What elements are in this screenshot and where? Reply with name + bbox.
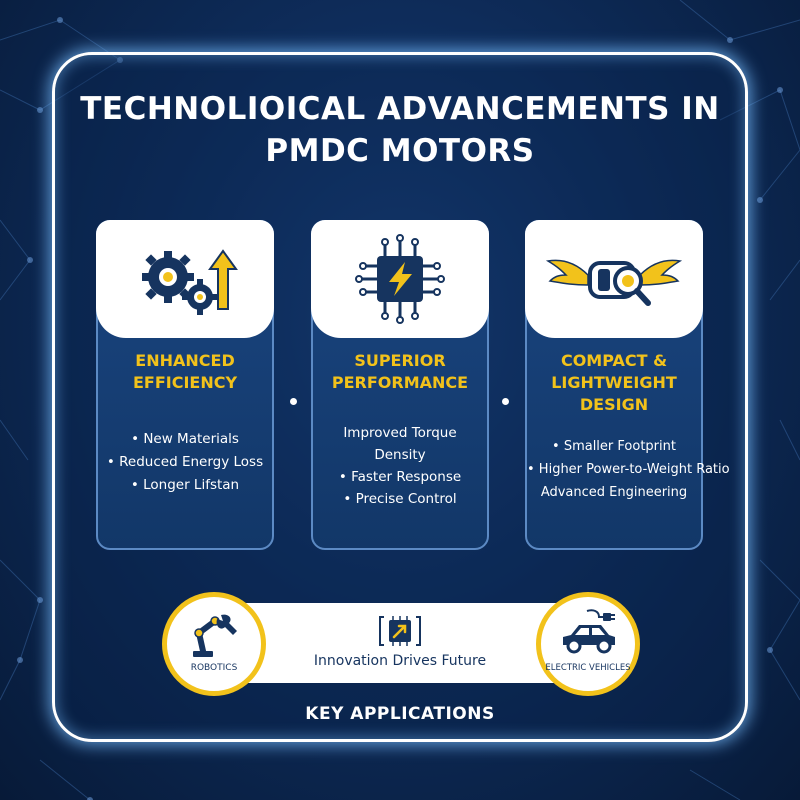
feature-list: • New Materials • Reduced Energy Loss • … (98, 428, 272, 497)
application-electric-vehicles: ELECTRIC VEHICLES (536, 592, 640, 696)
feature-list: • Smaller Footprint • Higher Power-to-We… (527, 435, 730, 504)
list-item: Density (374, 447, 426, 463)
list-item: • Longer Lifstan (130, 477, 240, 493)
list-item: Improved Torque (343, 425, 457, 441)
heading-line: DESIGN (579, 395, 649, 414)
card-icon-panel (525, 220, 703, 338)
heading-line: EFFICIENCY (132, 373, 238, 392)
lightning-chip-icon (355, 234, 445, 324)
card-compact-lightweight: COMPACT & LIGHTWEIGHT DESIGN • Smaller F… (525, 220, 730, 550)
list-item: • Precise Control (343, 491, 457, 507)
page-title: TECHNOLIOICAL ADVANCEMENTS IN PMDC MOTOR… (60, 88, 740, 172)
application-robotics: ROBOTICS (162, 592, 266, 696)
electric-vehicles-label: ELECTRIC VEHICLES (545, 663, 631, 673)
heading-line: COMPACT & (560, 351, 668, 370)
list-item: • New Materials (131, 431, 239, 447)
list-item: • Faster Response (338, 469, 462, 485)
robot-arm-icon (193, 614, 237, 657)
card-superior-performance: SUPERIOR PERFORMANCE Improved Torque Den… (311, 220, 489, 550)
feature-list: Improved Torque Density • Faster Respons… (313, 422, 487, 510)
title-line-1: TECHNOLIOICAL ADVANCEMENTS IN (80, 91, 720, 127)
card-enhanced-efficiency: ENHANCED EFFICIENCY • New Materials • Re… (96, 220, 274, 550)
list-item: • Reduced Energy Loss (106, 454, 264, 470)
electric-car-icon (563, 609, 615, 654)
winged-motor-magnifier-icon (545, 259, 683, 306)
heading-line: ENHANCED (135, 351, 235, 370)
applications-banner: Innovation Drives Future (232, 603, 568, 683)
title-line-2: PMDC MOTORS (265, 133, 535, 169)
key-applications-heading: KEY APPLICATIONS (305, 704, 495, 724)
list-item: • Smaller Footprint (552, 439, 676, 454)
gears-arrow-up-icon (142, 249, 238, 315)
list-item: • Higher Power-to-Weight Ratio (527, 462, 730, 477)
card-heading: ENHANCED EFFICIENCY (104, 350, 266, 394)
card-icon-panel (311, 220, 489, 338)
heading-line: SUPERIOR (354, 351, 446, 370)
heading-line: LIGHTWEIGHT (551, 373, 677, 392)
chip-arrow-icon (379, 616, 421, 646)
card-heading: COMPACT & LIGHTWEIGHT DESIGN (533, 350, 695, 416)
card-heading: SUPERIOR PERFORMANCE (319, 350, 481, 394)
robotics-label: ROBOTICS (190, 663, 238, 673)
heading-line: PERFORMANCE (331, 373, 469, 392)
connector-dot (290, 398, 297, 405)
connector-dot (502, 398, 509, 405)
banner-label: Innovation Drives Future (313, 653, 487, 669)
card-icon-panel (96, 220, 274, 338)
list-item: Advanced Engineering (540, 485, 688, 500)
